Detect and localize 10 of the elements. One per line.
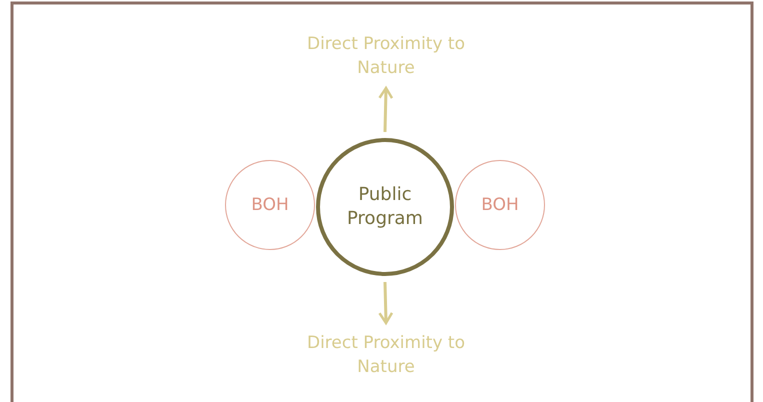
node-label: BOH <box>481 194 519 217</box>
node-label: Direct Proximity to Nature <box>306 33 466 80</box>
circle-node <box>455 160 545 250</box>
arrow <box>378 282 394 324</box>
arrow <box>378 86 394 132</box>
circle-node <box>316 138 454 276</box>
node-label: Direct Proximity to Nature <box>306 332 466 379</box>
node-label: Public Program <box>346 183 424 231</box>
node-label: BOH <box>251 194 289 217</box>
circle-node <box>225 160 315 250</box>
